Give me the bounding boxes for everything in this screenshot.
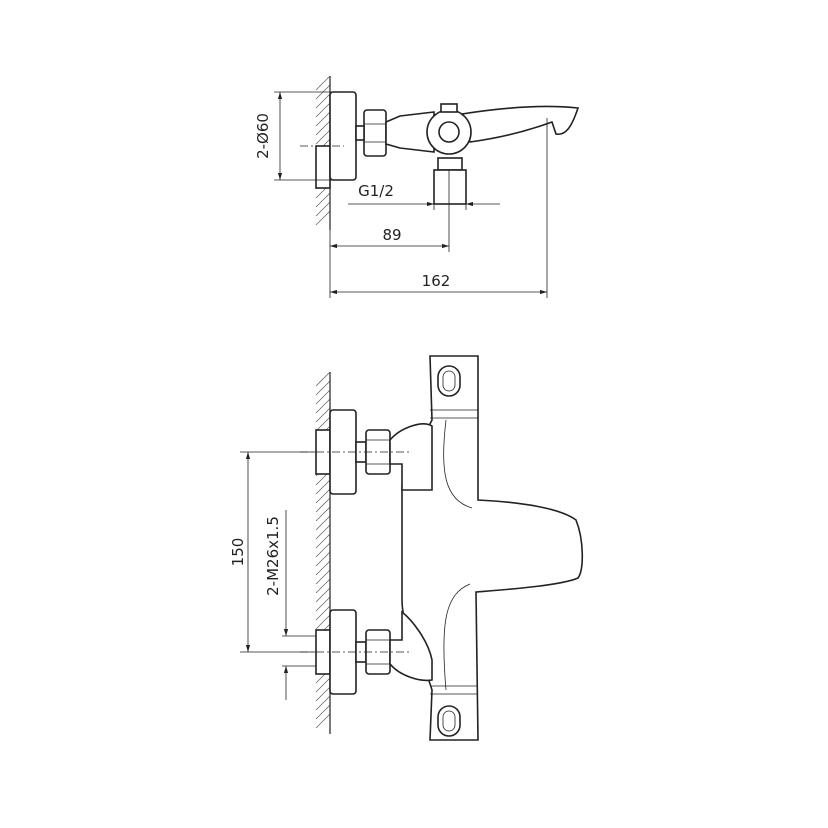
- hatch-line: [315, 129, 331, 145]
- hatch-line: [315, 704, 331, 720]
- hatch-line: [315, 515, 331, 531]
- hatch-line: [315, 713, 331, 729]
- top-view: 2-Ø60 G1/2 89 162: [254, 75, 580, 298]
- hatch-line: [315, 542, 331, 558]
- front-body: [401, 355, 584, 741]
- hatch-line: [315, 551, 331, 567]
- hatch-line: [315, 111, 331, 127]
- top-wall-connector: [315, 145, 331, 189]
- front-bottom-handle-slot: [437, 705, 461, 737]
- top-flange: [329, 91, 357, 181]
- hatch-line: [315, 533, 331, 549]
- hatch-line: [315, 93, 331, 109]
- top-body: [385, 111, 435, 153]
- dim-connection-label: 2-M26x1.5: [264, 516, 282, 596]
- hatch-line: [315, 120, 331, 136]
- hatch-line: [315, 389, 331, 405]
- hatch-line: [315, 192, 331, 208]
- hatch-line: [315, 506, 331, 522]
- hatch-line: [315, 398, 331, 414]
- top-spout: [460, 105, 580, 143]
- hatch-line: [315, 596, 331, 612]
- hatch-line: [315, 75, 331, 91]
- hatch-line: [315, 479, 331, 495]
- hatch-line: [315, 416, 331, 432]
- dim-flange-label: 2-Ø60: [254, 113, 272, 159]
- hatch-line: [315, 524, 331, 540]
- hatch-line: [315, 686, 331, 702]
- top-nut: [363, 109, 387, 157]
- hatch-line: [315, 614, 331, 630]
- hatch-line: [315, 695, 331, 711]
- dim-spacing-label: 150: [229, 538, 247, 567]
- hatch-line: [315, 578, 331, 594]
- hatch-line: [315, 407, 331, 423]
- front-top-handle-slot: [437, 365, 461, 397]
- front-view: 150 2-M26x1.5: [229, 355, 584, 741]
- dim-thread-label: G1/2: [358, 182, 394, 200]
- hatch-line: [315, 210, 331, 226]
- top-outlet: [433, 169, 467, 205]
- top-knob-center: [438, 121, 460, 143]
- hatch-line: [315, 587, 331, 603]
- hatch-line: [315, 201, 331, 217]
- hatch-line: [315, 560, 331, 576]
- hatch-line: [315, 102, 331, 118]
- hatch-line: [315, 569, 331, 585]
- hatch-line: [315, 497, 331, 513]
- hatch-line: [315, 605, 331, 621]
- hatch-line: [315, 380, 331, 396]
- hatch-line: [315, 371, 331, 387]
- dim-total-label: 162: [422, 272, 451, 290]
- dim-depth-label: 89: [382, 226, 401, 244]
- hatch-line: [315, 488, 331, 504]
- hatch-line: [315, 677, 331, 693]
